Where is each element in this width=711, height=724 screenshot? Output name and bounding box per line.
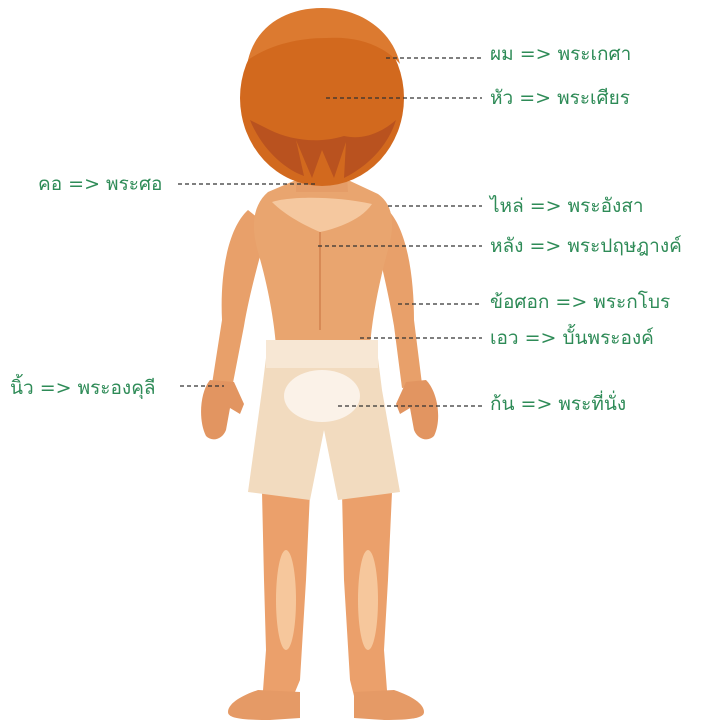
label-buttocks: ก้น => พระที่นั่ง <box>490 392 626 416</box>
shorts-highlight <box>284 370 360 422</box>
right-hand <box>396 380 438 439</box>
label-back: หลัง => พระปฤษฎางค์ <box>490 234 682 258</box>
label-waist: เอว => บั้นพระองค์ <box>490 326 654 350</box>
label-head: หัว => พระเศียร <box>490 86 630 110</box>
boy-illustration <box>201 8 438 720</box>
right-calf-highlight <box>358 550 378 650</box>
label-neck: คอ => พระศอ <box>38 172 162 196</box>
label-finger: นิ้ว => พระองคุลี <box>10 376 156 400</box>
shorts-waistband <box>266 340 378 368</box>
right-foot <box>354 690 424 720</box>
label-elbow: ข้อศอก => พระกโบร <box>490 290 670 314</box>
label-hair: ผม => พระเกศา <box>490 42 631 66</box>
label-shoulder: ไหล่ => พระอังสา <box>490 194 644 218</box>
left-calf-highlight <box>276 550 296 650</box>
left-hand <box>201 380 244 439</box>
left-foot <box>228 690 300 720</box>
